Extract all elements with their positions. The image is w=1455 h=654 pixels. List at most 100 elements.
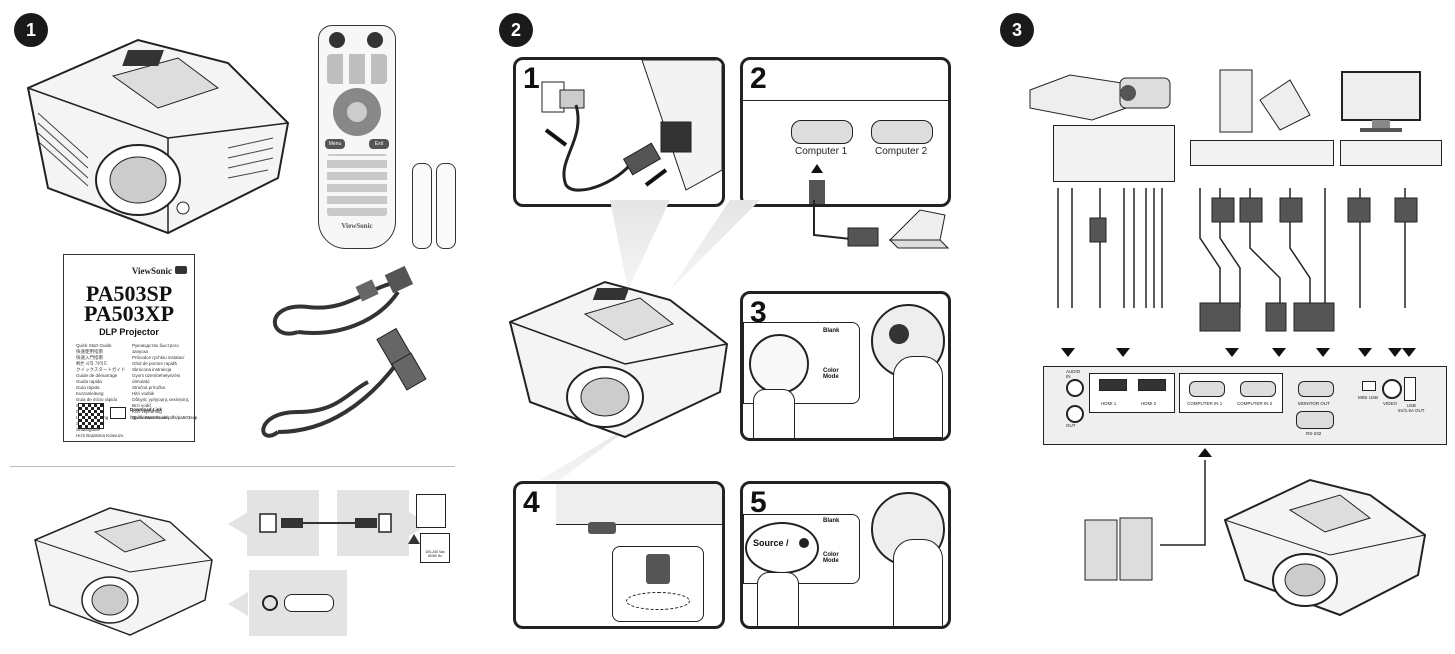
panel-3-number: 3 <box>750 296 767 329</box>
arrow-down-icon <box>1316 348 1330 357</box>
video-port-icon <box>1382 379 1402 399</box>
divider <box>10 466 455 467</box>
rear-panel: AUDIO IN OUT HDMI 1 HDMI 2 COMPUTER IN 1… <box>1043 366 1447 445</box>
power-spec-box: 100-240 Vac 50/60 Hz <box>420 533 450 563</box>
exit-button: Exit <box>369 139 389 149</box>
rs232-label: RS-232 <box>1306 431 1322 436</box>
audio-out-port-icon <box>1066 405 1084 423</box>
power-key-icon <box>749 334 809 394</box>
mini-usb-label: MINI USB <box>1358 395 1379 400</box>
remote-hand-icon-2 <box>893 539 943 626</box>
brand-logo-icon <box>175 266 187 274</box>
computer-2-label: Computer 2 <box>875 146 928 157</box>
hand-press-icon-2 <box>757 572 799 626</box>
product-subtitle: DLP Projector <box>99 327 159 337</box>
warning-icon <box>408 534 420 544</box>
hdmi-2-label: HDMI 2 <box>1141 401 1157 406</box>
pc-port-strip <box>1190 140 1334 166</box>
guide-brand: ViewSonic <box>131 266 172 276</box>
computer-in-1-label: COMPUTER IN 1 <box>1187 401 1223 406</box>
connection-cables <box>1057 188 1418 332</box>
usb-label: USB 5V/1.5A OUT <box>1398 403 1425 413</box>
monitor-port-strip <box>1340 140 1442 166</box>
remote-brand: ViewSonic <box>341 222 373 230</box>
menu-button: Menu <box>325 139 345 149</box>
arrow-down-icon <box>1388 348 1402 357</box>
wall-outlet-icon <box>416 494 446 528</box>
panel-adjust-foot: 4 <box>513 481 725 629</box>
video-label: VIDEO <box>1383 401 1398 406</box>
remote-control: Menu Exit ViewSonic <box>318 25 396 249</box>
panel-4-number: 4 <box>523 486 540 519</box>
projector-underside <box>556 484 722 525</box>
panel-1-number: 1 <box>523 62 540 95</box>
panel-5-number: 5 <box>750 486 767 519</box>
audio-in-label: AUDIO IN <box>1066 369 1081 379</box>
battery-1 <box>412 163 432 249</box>
power-button <box>329 32 345 48</box>
vga-plug-icon <box>809 180 825 204</box>
foot-large-icon <box>646 554 670 584</box>
download-label: Download Link <box>130 407 162 412</box>
av-port-strip <box>1053 125 1175 182</box>
projector-illustration <box>26 38 290 235</box>
source-key <box>745 522 819 574</box>
vga-port-2-icon <box>871 120 933 144</box>
source-label: Source / <box>753 538 789 548</box>
monitor-out-label: MONITOR OUT <box>1298 401 1330 406</box>
hdmi-1-label: HDMI 1 <box>1101 401 1117 406</box>
computer-in-2-port-icon <box>1240 381 1276 397</box>
arrow-down-icon <box>1272 348 1286 357</box>
cables-illustration <box>261 265 427 438</box>
monitor-out-port-icon <box>1298 381 1334 397</box>
rotate-arrow-icon <box>626 592 690 610</box>
projector-small <box>34 507 213 636</box>
arrow-down-icon <box>1116 348 1130 357</box>
usb-port-icon <box>1404 377 1416 401</box>
vga-port-1-icon <box>791 120 853 144</box>
panel-2-number: 2 <box>750 62 767 95</box>
finger-press-icon <box>284 594 334 612</box>
audio-out-label: OUT <box>1066 423 1076 428</box>
step-1-badge: 1 <box>14 13 48 47</box>
arrow-down-icon <box>1358 348 1372 357</box>
model-2: PA503XP <box>83 301 175 326</box>
remote-keypad <box>327 154 387 216</box>
computer-1-label: Computer 1 <box>795 146 848 157</box>
power-arrow-left <box>228 512 248 536</box>
source-devices-illustration <box>1029 69 1421 133</box>
arrow-down-icon <box>1225 348 1239 357</box>
laptop-icon <box>110 407 126 419</box>
download-url: http://viewsonic.us/pdfs/pa503sxp <box>130 415 198 420</box>
step-3-badge: 3 <box>1000 13 1034 47</box>
color-mode-label: Color Mode <box>823 368 839 380</box>
remote-power-icon <box>889 324 909 344</box>
battery-2 <box>436 163 456 249</box>
qr-code-icon <box>78 403 104 429</box>
panel-select-source: 5 Source / Blank Color Mode <box>740 481 951 629</box>
panel-plug-power: 1 <box>513 57 725 207</box>
power-cord-icon <box>259 513 392 533</box>
remote-row <box>327 54 387 84</box>
remote-hand-icon <box>893 356 943 438</box>
power-symbol-icon <box>262 595 278 611</box>
power-spec-label: 100-240 Vac 50/60 Hz <box>425 550 445 558</box>
blank-label: Blank <box>823 328 840 334</box>
foot-small-icon <box>588 522 616 534</box>
speakers-projector-illustration <box>1084 460 1427 617</box>
dpad-center <box>347 102 367 122</box>
blank-label-2: Blank <box>823 518 840 524</box>
power-on-arrow <box>228 592 248 616</box>
audio-in-port-icon <box>1066 379 1084 397</box>
computer-in-2-label: COMPUTER IN 2 <box>1237 401 1273 406</box>
help-icon <box>799 538 809 548</box>
up-arrow-icon <box>811 164 823 173</box>
panel-connect-computer: 2 Computer 1 Computer 2 <box>740 57 951 207</box>
plug-illustration <box>541 60 722 192</box>
projector-center <box>508 280 729 439</box>
step-2-badge: 2 <box>499 13 533 47</box>
quick-start-guide: ViewSonic PA503SP PA503XP DLP Projector … <box>63 254 198 442</box>
color-mode-label-2: Color Mode <box>823 552 839 564</box>
hdmi-1-port-icon <box>1099 379 1127 391</box>
